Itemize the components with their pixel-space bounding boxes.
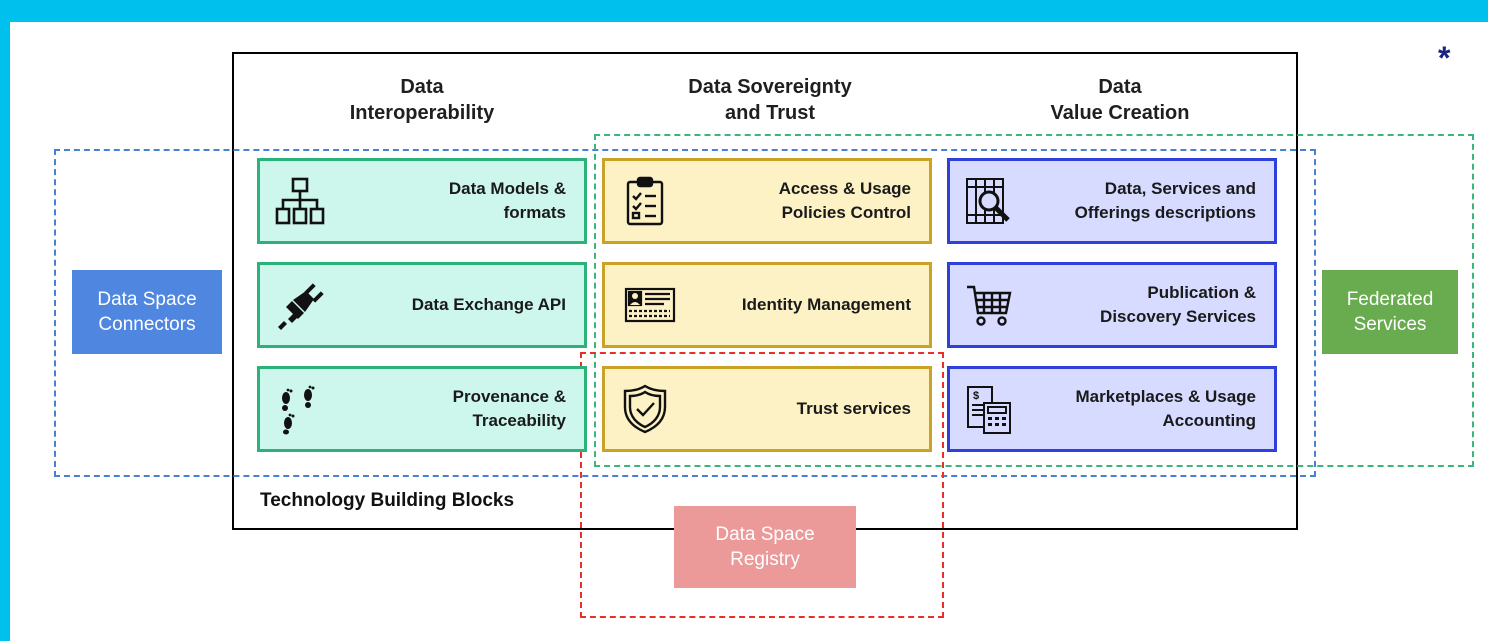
identity-block[interactable]: Identity Management bbox=[602, 262, 932, 348]
publication-block[interactable]: Publication & Discovery Services bbox=[947, 262, 1277, 348]
registry-dashed-region bbox=[580, 352, 944, 618]
hierarchy-icon bbox=[275, 177, 325, 225]
offerings-block[interactable]: Data, Services and Offerings description… bbox=[947, 158, 1277, 244]
provenance-label: Provenance & Traceability bbox=[452, 387, 566, 430]
identity-label: Identity Management bbox=[741, 295, 911, 314]
publication-label: Publication & Discovery Services bbox=[1100, 283, 1256, 326]
trust-label: Trust services bbox=[796, 399, 911, 418]
provenance-block[interactable]: Provenance & Traceability bbox=[257, 366, 587, 452]
shopping-cart-icon bbox=[967, 285, 1012, 326]
federated-services-box[interactable]: Federated Services bbox=[1322, 270, 1458, 354]
asterisk-marker: * bbox=[1438, 40, 1451, 76]
svg-text:$: $ bbox=[973, 390, 979, 402]
federated-dashed-region bbox=[594, 134, 1474, 467]
offerings-label: Data, Services and Offerings description… bbox=[1074, 179, 1256, 222]
shield-check-icon bbox=[623, 384, 667, 434]
data-exchange-block[interactable]: Data Exchange API bbox=[257, 262, 587, 348]
technology-building-blocks-label: Technology Building Blocks bbox=[260, 490, 515, 511]
column-title-interoperability: Data Interoperability bbox=[349, 76, 495, 124]
data-exchange-label: Data Exchange API bbox=[411, 295, 566, 314]
trust-block[interactable]: Trust services bbox=[602, 366, 932, 452]
column-title-sovereignty: Data Sovereignty and Trust bbox=[688, 76, 852, 124]
data-models-block[interactable]: Data Models & formats bbox=[257, 158, 587, 244]
clipboard-checklist-icon bbox=[626, 176, 664, 226]
data-models-label: Data Models & formats bbox=[448, 179, 566, 222]
column-title-value-creation: Data Value Creation bbox=[1050, 76, 1190, 124]
marketplaces-label: Marketplaces & Usage Accounting bbox=[1075, 387, 1256, 430]
diagram-canvas: Data Interoperability Data Sovereignty a… bbox=[10, 22, 1488, 641]
connectors-dashed-region bbox=[54, 149, 1316, 477]
access-usage-label: Access & Usage Policies Control bbox=[778, 179, 911, 222]
access-usage-block[interactable]: Access & Usage Policies Control bbox=[602, 158, 932, 244]
id-card-icon bbox=[624, 287, 676, 323]
data-space-registry-box[interactable]: Data Space Registry bbox=[674, 506, 856, 588]
calculator-invoice-icon: $ bbox=[967, 386, 1011, 434]
books-magnifier-icon bbox=[966, 178, 1010, 224]
data-space-connectors-box[interactable]: Data Space Connectors bbox=[72, 270, 222, 354]
marketplaces-block[interactable]: $ Marketplaces & Usage Accounting bbox=[947, 366, 1277, 452]
plug-icon bbox=[278, 283, 324, 330]
footprints-icon bbox=[282, 385, 315, 435]
